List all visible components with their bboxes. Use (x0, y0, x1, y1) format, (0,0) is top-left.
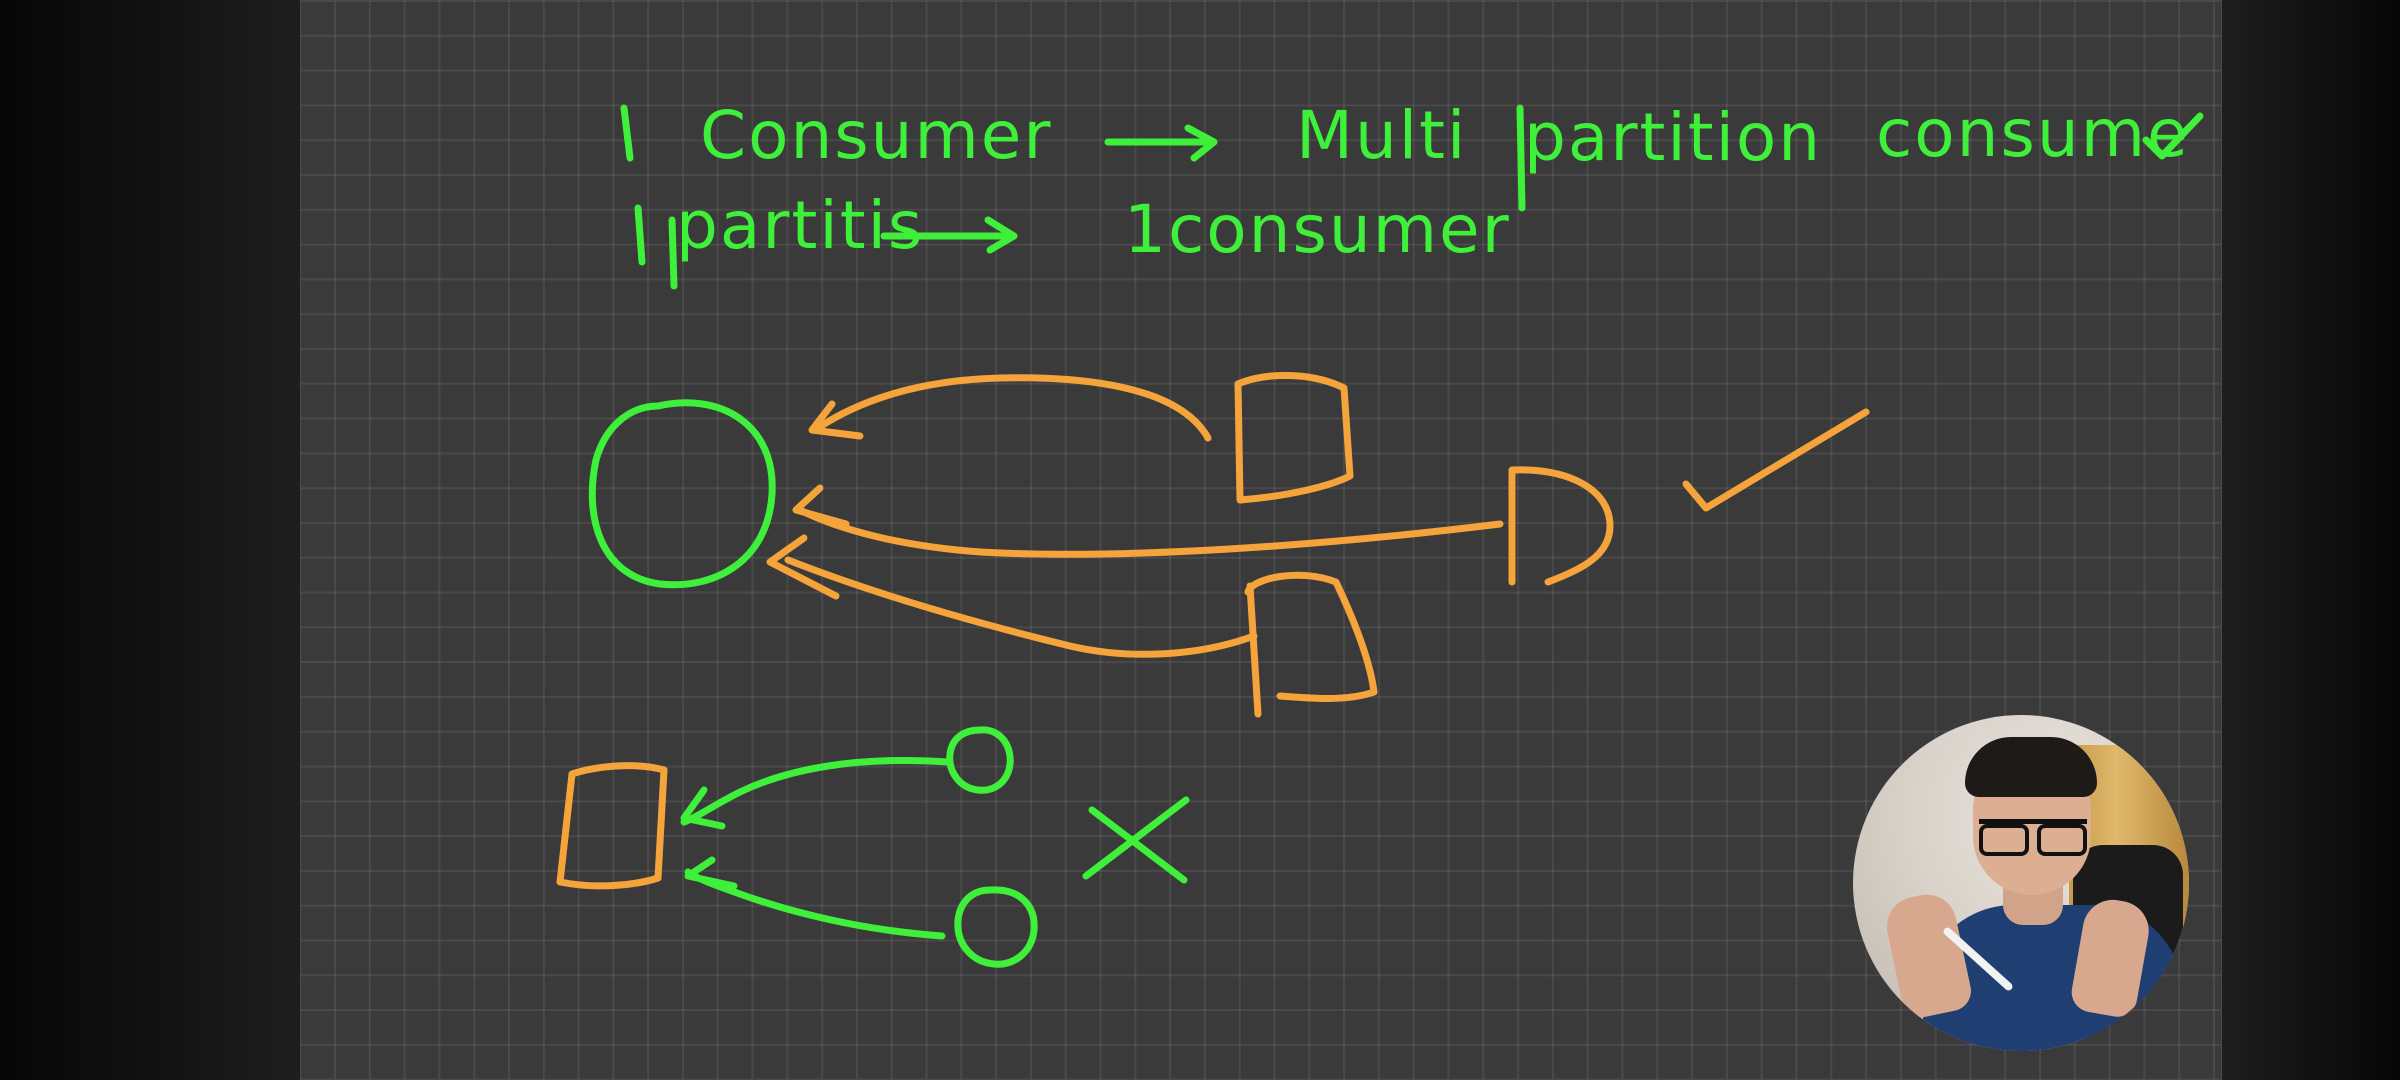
arrow-partition-to-consumer (796, 506, 1504, 558)
arrow-partition-to-consumer (784, 556, 1258, 658)
partition-box (556, 762, 668, 890)
partition-box (1244, 571, 1378, 718)
note-line-2: partitis 1consumer (634, 187, 1511, 290)
handwritten-partitis: partitis (676, 187, 924, 264)
handwritten-stroke (1516, 104, 1526, 212)
arrow-partition-to-consumer (814, 374, 1212, 442)
check-icon (2142, 112, 2204, 160)
arrowhead-icon (808, 400, 864, 440)
handwritten-consume: consume (1876, 95, 2190, 172)
diagram-one-consumer-multi-partition (588, 371, 1870, 718)
partition-box (1234, 371, 1354, 504)
arrowhead-icon (792, 484, 850, 528)
handwritten-stroke (668, 216, 678, 290)
handwritten-one (634, 204, 646, 266)
consumer-circle (588, 399, 776, 589)
consumer-circle (954, 886, 1038, 968)
arrow-consumer-to-partition (680, 757, 952, 826)
presenter-hair (1965, 737, 2097, 797)
cross-icon (1082, 796, 1190, 884)
arrowhead-icon (684, 856, 738, 890)
arrow-right-icon (880, 216, 1018, 254)
consumer-circle (946, 726, 1014, 794)
presenter-glasses (1979, 819, 2087, 856)
handwritten-1consumer: 1consumer (1124, 191, 1511, 268)
handwritten-partition: partition (1524, 99, 1822, 176)
partition-box (1508, 466, 1614, 586)
arrow-right-icon (1104, 124, 1218, 162)
note-line-1: Consumer Multi partition consume (620, 95, 2204, 212)
handwritten-one (620, 104, 634, 162)
check-icon (1682, 408, 1870, 512)
arrowhead-icon (766, 534, 840, 600)
handwritten-consumer: Consumer (700, 97, 1053, 174)
handwritten-multi: Multi (1296, 97, 1467, 174)
diagram-one-partition-two-consumers (556, 726, 1190, 968)
arrowhead-icon (680, 786, 726, 830)
presenter-webcam (1853, 715, 2189, 1051)
